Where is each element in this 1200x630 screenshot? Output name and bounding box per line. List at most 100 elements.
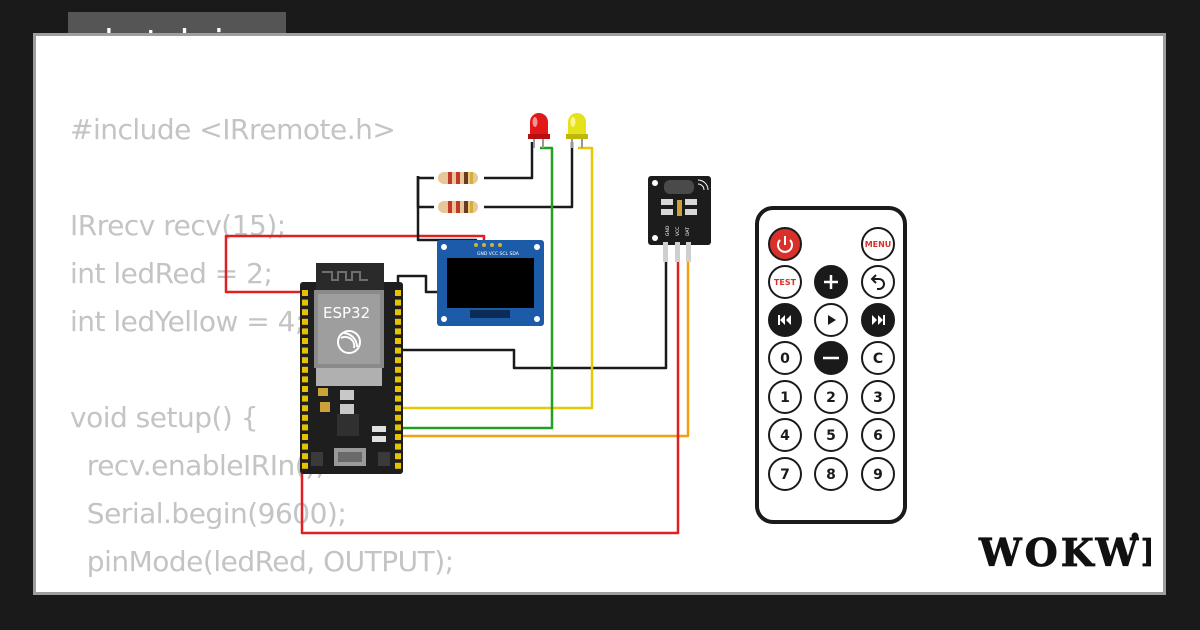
board-pin[interactable]: [302, 405, 308, 412]
clear-button[interactable]: C: [861, 341, 895, 375]
play-button[interactable]: [814, 303, 848, 337]
menu-button-label: MENU: [865, 240, 892, 249]
board-pin[interactable]: [302, 453, 308, 460]
board-pin[interactable]: [395, 376, 401, 383]
digit-0-button-label: 0: [780, 351, 790, 367]
board-pin[interactable]: [395, 338, 401, 344]
board-pin[interactable]: [302, 309, 308, 316]
board-pin[interactable]: [395, 328, 401, 335]
resistor-1[interactable]: [438, 172, 478, 184]
digit-9-button[interactable]: 9: [861, 457, 895, 491]
previous-button[interactable]: [768, 303, 802, 337]
board-pin[interactable]: [395, 414, 401, 421]
wire-black-resistor1-led[interactable]: [484, 142, 534, 180]
board-pin[interactable]: [302, 462, 308, 469]
board-pin[interactable]: [302, 366, 308, 373]
board-pin[interactable]: [302, 376, 308, 383]
board-pin[interactable]: [395, 395, 401, 402]
digit-3-button[interactable]: 3: [861, 380, 895, 414]
wire-yellow-led[interactable]: [398, 146, 594, 410]
clear-button-label: C: [873, 351, 883, 367]
code-line: IRrecv recv(15);: [70, 209, 286, 242]
pin-header-left: [302, 290, 308, 469]
code-line: int ledRed = 2;: [70, 257, 273, 290]
board-pin[interactable]: [395, 347, 401, 354]
board-pin[interactable]: [395, 299, 401, 306]
red-led[interactable]: [528, 113, 550, 148]
test-button[interactable]: TEST: [768, 265, 802, 299]
digit-1-button[interactable]: 1: [768, 380, 802, 414]
wire-black-ir-gnd[interactable]: [398, 242, 668, 370]
digit-6-button[interactable]: 6: [861, 418, 895, 452]
board-pin[interactable]: [302, 414, 308, 421]
wokwi-logo-text: WOKWI: [978, 530, 1151, 575]
digit-8-button-label: 8: [826, 467, 836, 483]
wires: [224, 142, 690, 535]
digit-8-button[interactable]: 8: [814, 457, 848, 491]
board-pin[interactable]: [395, 405, 401, 412]
board-pin[interactable]: [302, 395, 308, 402]
preview-card: #include <IRremote.h>IRrecv recv(15);int…: [33, 33, 1166, 595]
board-pin[interactable]: [302, 338, 308, 344]
board-pin[interactable]: [302, 443, 308, 450]
board-pin[interactable]: [395, 424, 401, 431]
board-pin[interactable]: [395, 318, 401, 325]
wire-black-board-oled[interactable]: [396, 274, 440, 294]
board-pin[interactable]: [302, 424, 308, 431]
play-icon: [828, 315, 836, 325]
board-pin[interactable]: [395, 290, 401, 296]
yellow-led[interactable]: [566, 113, 588, 148]
code-line: int ledYellow = 4;: [70, 305, 304, 338]
digit-4-button-label: 4: [780, 428, 790, 444]
wire-orange-ir-dat[interactable]: [398, 242, 690, 438]
board-pin[interactable]: [302, 347, 308, 354]
board-pin[interactable]: [302, 328, 308, 335]
board-pin[interactable]: [395, 443, 401, 450]
test-button-label: TEST: [774, 278, 797, 287]
board-pin[interactable]: [395, 434, 401, 440]
power-button[interactable]: [768, 227, 802, 261]
digit-4-button[interactable]: 4: [768, 418, 802, 452]
digit-7-button-label: 7: [780, 467, 790, 483]
board-pin[interactable]: [395, 453, 401, 460]
board-pin[interactable]: [302, 290, 308, 296]
board-pin[interactable]: [302, 299, 308, 306]
digit-7-button[interactable]: 7: [768, 457, 802, 491]
code-line: recv.enableIRIn();: [70, 449, 325, 482]
board-pin[interactable]: [302, 318, 308, 325]
wire-red-ir-vcc[interactable]: [300, 242, 680, 535]
wire-black-resistor-rail[interactable]: [416, 176, 434, 209]
wire-red-oled-vcc[interactable]: [224, 234, 486, 294]
next-button[interactable]: [861, 303, 895, 337]
ir-remote: MENU TEST 0 C 1 2 3 4 5 6 7 8 9: [755, 206, 907, 524]
wire-black-resistor2-led[interactable]: [484, 142, 574, 209]
minus-button[interactable]: [814, 341, 848, 375]
wire-green-led[interactable]: [398, 146, 554, 430]
digit-2-button-label: 2: [826, 390, 836, 406]
board-pin[interactable]: [395, 309, 401, 316]
board-pin[interactable]: [302, 434, 308, 440]
plus-button[interactable]: [814, 265, 848, 299]
digit-3-button-label: 3: [873, 390, 883, 406]
ir-receiver[interactable]: GND VCC DAT: [648, 176, 711, 262]
resistor-2[interactable]: [438, 201, 478, 213]
pin-header-right: [395, 290, 401, 469]
digit-5-button[interactable]: 5: [814, 418, 848, 452]
back-button[interactable]: [861, 265, 895, 299]
esp32-board[interactable]: ESP32: [300, 263, 403, 474]
oled-pin-labels: GND VCC SCL SDA: [477, 251, 520, 257]
digit-0-button[interactable]: 0: [768, 341, 802, 375]
board-pin[interactable]: [395, 357, 401, 364]
menu-button[interactable]: MENU: [861, 227, 895, 261]
ir-pin-gnd: GND: [665, 225, 671, 236]
board-pin[interactable]: [395, 366, 401, 373]
board-pin[interactable]: [395, 462, 401, 469]
board-pin[interactable]: [395, 386, 401, 392]
digit-2-button[interactable]: 2: [814, 380, 848, 414]
digit-9-button-label: 9: [873, 467, 883, 483]
board-pin[interactable]: [302, 357, 308, 364]
digit-5-button-label: 5: [826, 428, 836, 444]
oled-display[interactable]: GND VCC SCL SDA: [437, 240, 544, 326]
board-pin[interactable]: [302, 386, 308, 392]
